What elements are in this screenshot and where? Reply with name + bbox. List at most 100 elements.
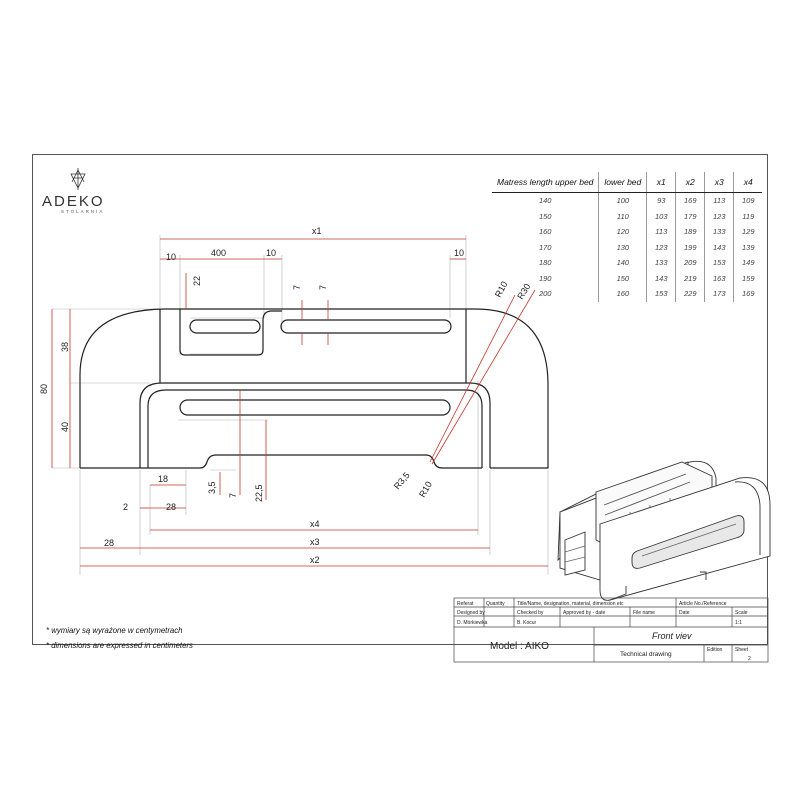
table-header-cell: x1 <box>646 172 676 193</box>
tb-date: Date <box>679 610 690 616</box>
tb-article: Article No./Reference <box>679 601 727 607</box>
dim-x2: x2 <box>310 555 320 565</box>
dim-400: 400 <box>211 248 226 258</box>
table-cell: 100 <box>598 192 647 209</box>
title-block-grid <box>453 597 769 663</box>
table-cell: 150 <box>538 211 552 221</box>
table-cell: 200 <box>538 289 552 299</box>
table-cell: 133 <box>646 255 676 271</box>
table-header-cell: x4 <box>733 172 763 193</box>
tb-sheet: Sheet <box>735 647 749 653</box>
bed-3d-preview <box>557 460 771 601</box>
note-polish: * wymiary są wyrażone w centymetrach <box>46 626 183 635</box>
dim-r3-5: R3,5 <box>392 470 412 491</box>
dim-r10-bottom: R10 <box>417 480 434 499</box>
dim-r10-top: R10 <box>493 280 510 299</box>
tb-checker: B. Kocur <box>517 620 537 626</box>
table-cell: 130 <box>598 239 647 255</box>
table-cell: 170 <box>538 242 552 252</box>
title-block-text: Referat Quantity Title/Name, designation… <box>457 601 751 662</box>
note-english: * dimensions are expressed in centimeter… <box>46 641 193 650</box>
table-cell: 169 <box>733 286 763 302</box>
table-cell: 229 <box>675 286 705 302</box>
table-cell: 133 <box>704 224 734 240</box>
table-cell: 160 <box>598 286 647 302</box>
table-cell: 199 <box>675 239 705 255</box>
table-cell: 160 <box>538 227 552 237</box>
logo-subtitle: STOLARNIA <box>61 209 105 214</box>
table-cell: 103 <box>646 208 676 224</box>
dim-7c: 7 <box>228 493 238 498</box>
table-cell: 159 <box>733 270 763 286</box>
table-cell: 179 <box>675 208 705 224</box>
table-cell: 219 <box>675 270 705 286</box>
table-cell: 119 <box>733 208 763 224</box>
table-cell: 113 <box>646 224 676 240</box>
dim-38: 38 <box>60 342 70 352</box>
tb-checked-by: Checked by <box>517 610 544 616</box>
table-cell: 143 <box>704 239 734 255</box>
dim-x3: x3 <box>310 537 320 547</box>
tb-file-name: File name <box>633 610 655 616</box>
drawing-sheet-border <box>32 154 768 645</box>
table-cell: 140 <box>598 255 647 271</box>
tb-title-desc: Title/Name, designation, material, dimen… <box>517 601 624 607</box>
table-cell: 150 <box>598 270 647 286</box>
tb-scale-value: 1:1 <box>735 620 742 626</box>
dim-18: 18 <box>158 474 168 484</box>
dim-2: 2 <box>123 502 128 512</box>
table-header-cell: Matress length upper bed <box>492 172 599 193</box>
table-cell: 190 <box>538 273 552 283</box>
table-cell: 149 <box>733 255 763 271</box>
table-cell: 129 <box>733 224 763 240</box>
tb-model: Model : AIKO <box>490 641 549 652</box>
extension-lines <box>52 235 549 575</box>
table-cell: 140 <box>538 196 552 206</box>
dim-x1: x1 <box>312 226 322 236</box>
dim-7b: 7 <box>318 285 328 290</box>
dim-x4: x4 <box>310 519 320 529</box>
tb-approved: Approved by - date <box>563 610 605 616</box>
dim-22-5: 22,5 <box>254 484 264 502</box>
size-table-header: Matress length upper bed lower bed x1 x2… <box>492 172 763 193</box>
tb-edition: Edition <box>707 647 723 653</box>
table-cell: 123 <box>704 208 734 224</box>
dim-28a: 28 <box>166 502 176 512</box>
dim-10-right: 10 <box>454 248 464 258</box>
table-cell: 173 <box>704 286 734 302</box>
table-cell: 189 <box>675 224 705 240</box>
dim-80: 80 <box>39 384 49 394</box>
dim-28b: 28 <box>104 538 114 548</box>
size-table: Matress length upper bed lower bed x1 x2… <box>492 172 763 302</box>
table-cell: 93 <box>646 192 676 209</box>
dimension-labels: x1 10 400 10 10 22 7 7 R10 R30 38 80 40 … <box>39 226 532 565</box>
tb-designer: D. Mórkiewka <box>457 620 488 626</box>
table-cell: 120 <box>598 224 647 240</box>
dimension-lines <box>51 238 548 567</box>
table-cell: 113 <box>704 192 734 209</box>
table-cell: 139 <box>733 239 763 255</box>
table-header-cell: lower bed <box>598 172 647 193</box>
table-cell: 109 <box>733 192 763 209</box>
dim-10-left: 10 <box>166 252 176 262</box>
tb-referat: Referat <box>457 601 474 607</box>
dim-22: 22 <box>192 276 202 286</box>
dim-10-mid: 10 <box>266 248 276 258</box>
table-header-cell: x2 <box>675 172 705 193</box>
dim-3-5: 3,5 <box>207 481 217 494</box>
table-cell: 143 <box>646 270 676 286</box>
tb-technical: Technical drawing <box>620 651 672 658</box>
table-cell: 180 <box>538 258 552 268</box>
table-cell: 163 <box>704 270 734 286</box>
table-cell: 123 <box>646 239 676 255</box>
table-cell: 169 <box>675 192 705 209</box>
table-cell: 110 <box>598 208 647 224</box>
